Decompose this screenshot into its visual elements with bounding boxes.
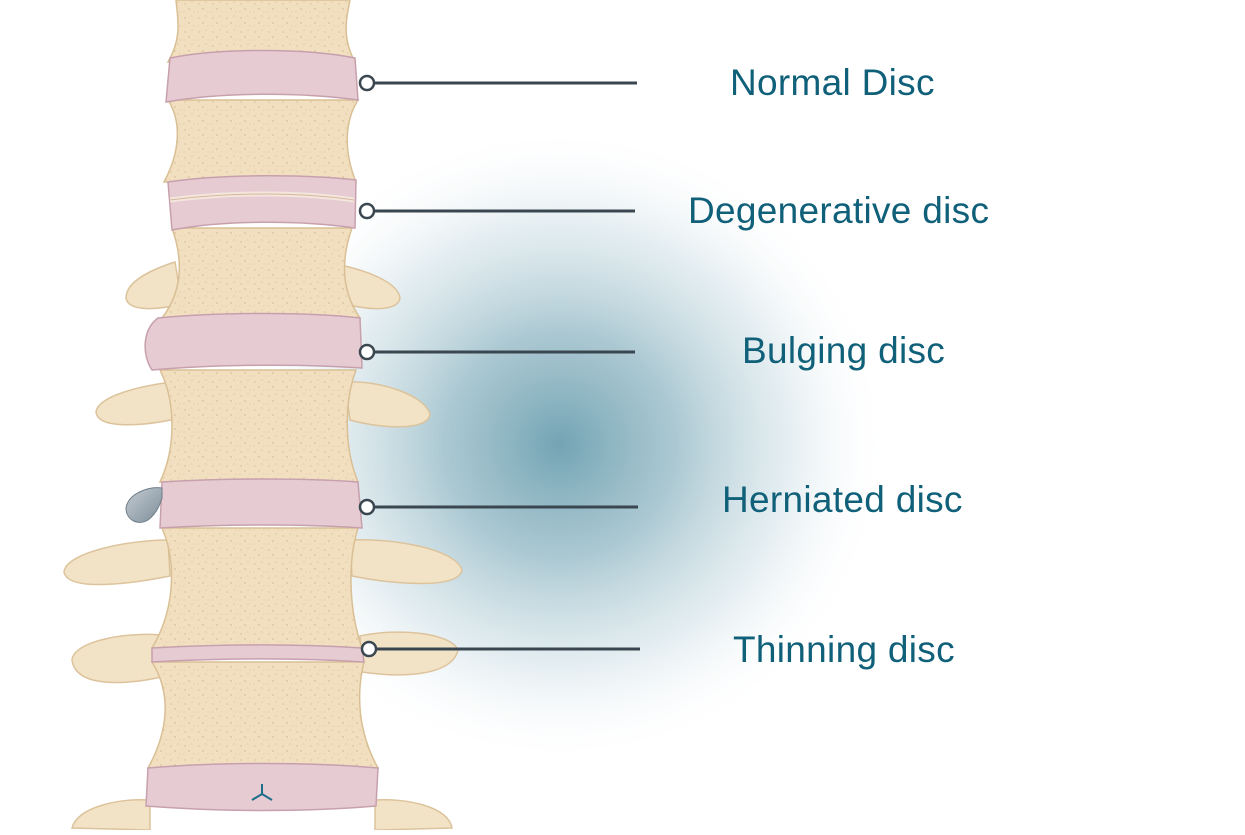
- thinning-disc-shape: [151, 644, 365, 663]
- label-degenerative-disc: Degenerative disc: [688, 190, 990, 231]
- marker-degenerative-disc: [358, 202, 376, 220]
- disc-mark-icon: [251, 784, 273, 801]
- label-bulging-disc: Bulging disc: [742, 330, 946, 371]
- bulging-disc-shape: [144, 312, 363, 371]
- label-herniated-disc: Herniated disc: [722, 479, 963, 520]
- leader-lines: [374, 81, 640, 651]
- herniation-droplet: [125, 487, 163, 523]
- marker-normal-disc: [358, 74, 376, 92]
- marker-thinning-disc: [360, 640, 378, 658]
- herniated-disc-shape: [159, 478, 363, 529]
- marker-herniated-disc: [358, 498, 376, 516]
- marker-bulging-disc: [358, 343, 376, 361]
- label-thinning-disc: Thinning disc: [733, 629, 955, 670]
- background-glow: [230, 125, 890, 765]
- label-normal-disc: Normal Disc: [730, 62, 935, 103]
- transverse-processes: [63, 261, 463, 831]
- degenerative-disc-shape: [167, 174, 357, 231]
- normal-disc-shape: [165, 49, 359, 103]
